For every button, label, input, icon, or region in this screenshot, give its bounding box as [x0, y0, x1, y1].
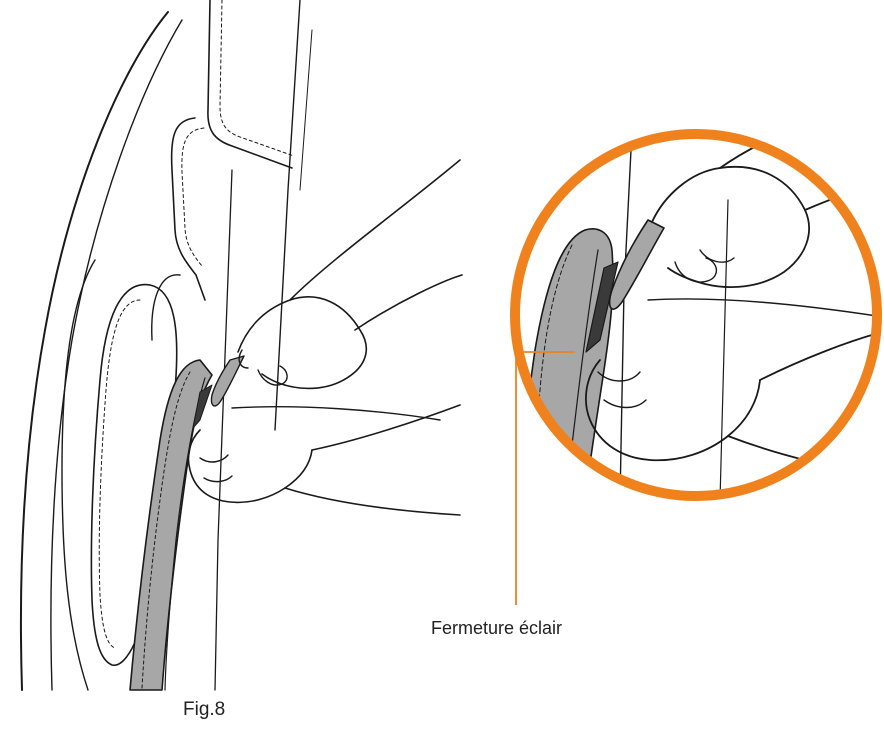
- figure-caption: Fig.8: [183, 699, 225, 721]
- side-bolster-inner: [99, 300, 140, 648]
- seat-cushion-stitch: [182, 128, 204, 266]
- seat-shell-stitch: [220, 0, 294, 156]
- zipper-callout-label: Fermeture éclair: [431, 618, 562, 639]
- seat-side-drawing: [21, 0, 462, 690]
- zipper-pull-tab: [211, 356, 244, 406]
- upper-arm: [290, 160, 462, 330]
- lower-hand: [188, 430, 312, 502]
- seat-panel-line: [215, 170, 232, 690]
- upper-hand: [238, 297, 366, 389]
- seat-rail-line: [232, 407, 440, 420]
- lower-hand-fingers: [200, 455, 232, 482]
- side-bolster-3: [62, 260, 95, 690]
- seat-cushion-lobe: [172, 118, 205, 300]
- seat-shell-vertical: [275, 0, 300, 430]
- upper-hand-fingers: [258, 366, 287, 385]
- seat-shell-vertical-2: [300, 30, 312, 190]
- lower-arm: [285, 405, 460, 515]
